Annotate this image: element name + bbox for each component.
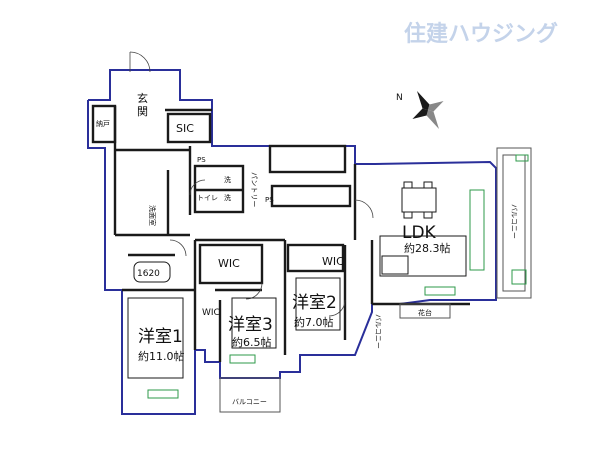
fixtures [147,154,529,399]
room1-size: 約11.0帖 [138,349,185,363]
ldk-name: LDK [402,223,437,243]
wash-label-2: 洗 [224,193,231,202]
dining-table [401,181,437,219]
outer-wall-outline [87,69,497,415]
washroom-label: 洗面室 [148,205,157,226]
pantry-label: パントリー [250,172,258,207]
entrance-label-2: 関 [137,105,148,118]
room2-name: 洋室2 [292,293,337,313]
brand-logo: 住建ハウジング [404,22,559,47]
balcony-bottom-label: バルコニー [232,398,267,406]
wic-label-3: WIC [202,308,220,318]
sofa [379,235,467,277]
door-swings [129,51,374,317]
beds [127,277,341,379]
balcony-small-label: バルコニー [374,314,382,349]
entrance-label-1: 玄 [137,91,148,105]
wic-label-2: WIC [322,255,344,268]
ps-label-2: PS [265,196,274,204]
toilet-label: トイレ [197,194,218,202]
unit-bath [133,261,171,283]
unit-bath-label: 1620 [137,269,160,279]
wash-label-1: 洗 [224,175,231,184]
balconies [219,147,532,413]
compass-rose [412,90,444,130]
room3-size: 約6.5帖 [232,335,272,349]
room1-name: 洋室1 [138,327,183,347]
balcony-right-label: バルコニー [510,204,518,239]
sic-label: SIC [176,122,194,135]
room3-name: 洋室3 [228,315,273,335]
compass-north-label: N [396,93,403,103]
room2-size: 約7.0帖 [294,315,334,329]
interior-walls [91,104,470,362]
wic-label-1: WIC [218,257,240,270]
ldk-size: 約28.3帖 [404,241,451,255]
storage-label: 納戸 [96,119,110,128]
ps-label-1: PS [197,156,206,164]
flower-bed-label: 花台 [418,308,432,317]
